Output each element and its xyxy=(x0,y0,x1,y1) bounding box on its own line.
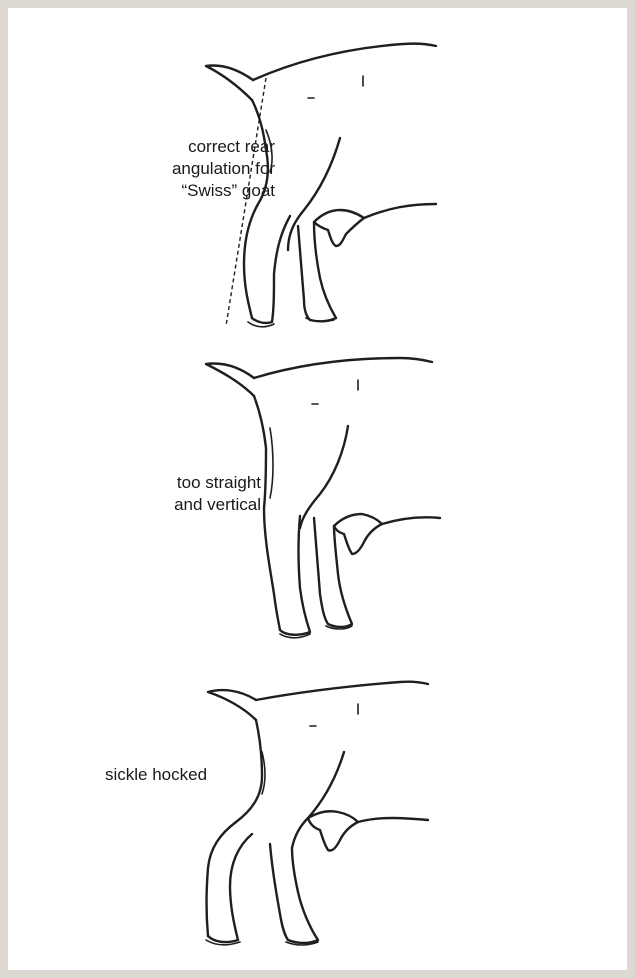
panel-sickle-hocked: sickle hocked xyxy=(8,668,627,968)
figure-frame: correct rear angulation for “Swiss” goat xyxy=(8,8,627,970)
goat-hindquarters-correct xyxy=(8,38,627,338)
panel-too-straight: too straight and vertical xyxy=(8,348,627,648)
goat-hindquarters-too-straight xyxy=(8,348,627,648)
panel-correct-angulation: correct rear angulation for “Swiss” goat xyxy=(8,38,627,338)
goat-hindquarters-sickle-hocked xyxy=(8,668,627,968)
